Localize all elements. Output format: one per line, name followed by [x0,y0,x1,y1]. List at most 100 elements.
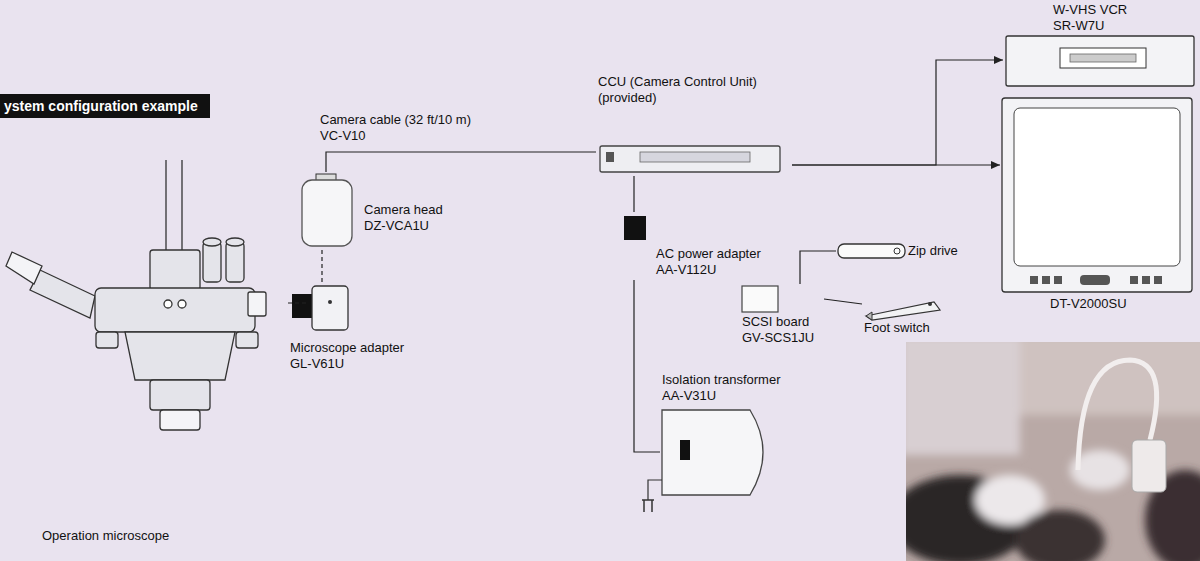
connector [792,56,1003,165]
connector-line [321,248,322,282]
connector [824,299,862,304]
control-button [1142,276,1150,284]
control-button [1042,276,1050,284]
microscope-drawing [6,160,266,430]
microscope-body [95,288,255,332]
ccu-node: CCU (Camera Control Unit) (provided) [596,72,792,176]
device-label: Isolation transformer AA-V31U [662,372,788,404]
vcr-slot [1060,48,1146,68]
microscope-node: Operation microscope [4,160,306,550]
objective-housing [150,380,210,410]
device-label: CCU (Camera Control Unit) (provided) [598,74,776,106]
vcr-node: W-VHS VCR SR-W7U [1003,2,1197,90]
arrow-head [994,56,1003,64]
title-text: ystem configuration example [4,94,198,118]
photo-wall [1020,342,1200,415]
connector [326,152,596,172]
control-dial [1080,275,1110,285]
zip-drive [838,244,905,258]
stand-line [181,160,182,252]
label-holder: Camera cable (32 ft/10 m) VC-V10 [320,112,492,144]
device-label: Microscope adapter GL-V61U [290,340,414,372]
pedal-hinge [866,312,872,320]
device-label: Camera head DZ-VCA1U [364,202,454,234]
scsi-board-node: SCSI board GV-SCS1JU [740,284,824,350]
ccu-unit [600,146,780,172]
vcr-body [1006,36,1194,86]
adapter-dot [328,300,332,304]
monitor-case [1002,98,1192,292]
device-label: Foot switch [864,320,964,336]
device-label: Operation microscope [42,528,344,544]
cable-label: Camera cable (32 ft/10 m) VC-V10 [320,112,492,144]
zip-drive-node: Zip drive [836,240,1040,262]
connector-line [634,280,660,452]
photo-inset [906,342,1200,561]
monitor-controls [1030,275,1162,285]
transformer-switch [680,440,690,460]
dial [164,300,172,308]
connector-line [633,176,634,212]
connector-line [286,302,306,303]
monitor-node: DT-V2000SU [1000,96,1200,314]
tilt-eyepiece [6,252,42,284]
foot-pedal [866,302,940,320]
scsi-board [742,286,778,312]
device-label: DT-V2000SU [1050,296,1200,312]
plug-symbol [642,500,654,512]
tilt-tube [30,270,95,318]
photo-wall [906,342,1020,455]
control-button [1054,276,1062,284]
title-bar: ystem configuration example [0,94,210,118]
pedal-dot [928,302,932,306]
adapter-body [312,286,348,330]
adapter-node: Microscope adapter GL-V61U [286,282,426,377]
connector [800,251,836,284]
zip-button [894,248,900,254]
connector-line [326,152,596,172]
objective [160,410,200,430]
camera-head-node: Camera head DZ-VCA1U [298,172,458,248]
beam-splitter [150,250,200,290]
connector [634,176,635,212]
dial [178,300,186,308]
side-port [248,292,266,316]
ccu-panel [640,152,750,162]
ccu-switch [606,152,614,162]
stand-line [165,160,166,252]
control-button [1030,276,1038,284]
eyepiece-top [226,238,244,246]
photo-camera [1132,440,1166,492]
control-button [1130,276,1138,284]
photo-dark [1015,510,1105,561]
ac-adapter-node: AC power adapter AA-V112U [622,212,772,280]
photo-blur [906,342,1200,561]
ac-adapter-box [624,216,646,240]
connector-line [824,299,862,304]
connector [792,161,1000,169]
transformer-body [662,410,763,495]
connector [286,303,306,304]
knob [236,332,258,348]
connector-line [800,251,836,284]
device-label: W-VHS VCR SR-W7U [1053,2,1143,34]
eyepiece [226,242,244,282]
power-cord [648,480,662,500]
lower-body [125,332,235,380]
camera-head-body [302,180,352,246]
transformer-node: Isolation transformer AA-V31U [660,372,790,498]
foot-switch-node: Foot switch [862,288,962,342]
connector [322,248,323,282]
connector-line [792,164,1000,165]
vcr-display [1070,54,1136,62]
device-label: SCSI board GV-SCS1JU [742,314,822,346]
eyepiece-top [203,238,221,246]
knob [96,332,118,348]
connector-line [792,60,1003,165]
device-label: Zip drive [908,243,1112,259]
adapter-lens [292,294,312,318]
eyepiece [203,242,221,282]
control-button [1154,276,1162,284]
connector [634,280,660,452]
